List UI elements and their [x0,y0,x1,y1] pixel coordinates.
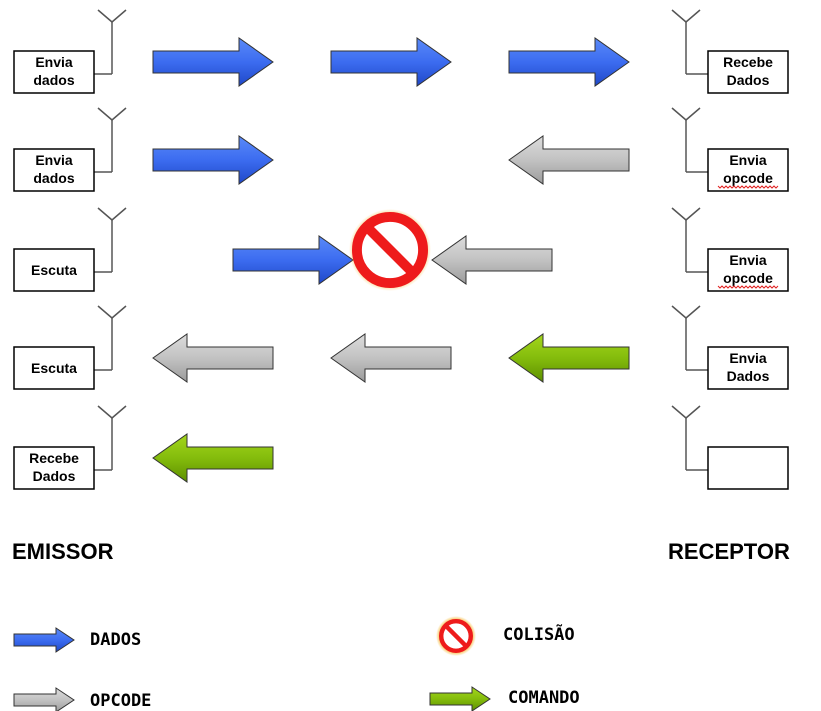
legend-label-dados: DADOS [90,630,141,650]
spellcheck-underline [717,285,779,289]
collision-icon [349,209,431,291]
spellcheck-underline [717,185,779,189]
receptor-node-box [707,346,789,390]
emissor-node-box [13,148,95,192]
antenna-icon [671,107,708,173]
dados-arrow-row2-1 [152,135,274,185]
receptor-node-text: Dados [727,368,770,384]
emissor-node-text: Escuta [31,360,77,376]
receptor-node-box [707,248,789,292]
antenna-icon [671,9,708,75]
antenna-icon [94,207,127,273]
receptor-label: RECEPTOR [668,539,790,564]
dados-arrow-row3-1 [232,235,354,285]
legend-dados-arrow-icon [13,627,75,653]
antenna-icon [94,9,127,75]
legend-collision-icon [436,616,476,656]
antenna-icon [671,405,708,471]
legend: DADOS COLISÃO OPCODE COMANDO [13,616,580,711]
opcode-arrow-row4-1 [152,333,274,383]
receptor-node-text: Envia [729,152,767,168]
antenna-icon [671,207,708,273]
legend-label-comando: COMANDO [508,688,580,708]
emissor-node-box [13,446,95,490]
receptor-node-3: Envia opcode [671,207,789,292]
antenna-icon [94,405,127,471]
receptor-node-text: Envia [729,350,767,366]
opcode-arrow-row4-2 [330,333,452,383]
receptor-node-box [707,446,789,490]
emissor-node-text: Envia [35,152,73,168]
collision-layer [349,209,431,291]
antenna-icon [94,107,127,173]
receptor-node-text: Dados [727,72,770,88]
legend-opcode-arrow-icon [13,687,75,711]
receptor-node-box [707,50,789,94]
emissor-column: EnviadadosEnviadadosEscutaEscutaRecebeDa… [13,9,127,490]
receptor-node-text: opcode [723,270,773,286]
emissor-node-3: Escuta [13,207,127,292]
opcode-arrow-row3-2 [431,235,553,285]
emissor-label: EMISSOR [12,539,114,564]
emissor-node-text: dados [33,72,74,88]
opcode-arrow-row2-2 [508,135,630,185]
receptor-node-5 [671,405,789,490]
emissor-node-2: Envia dados [13,107,127,192]
antenna-icon [94,305,127,371]
legend-label-opcode: OPCODE [90,691,151,711]
comando-arrow-row5-1 [152,433,274,483]
emissor-node-text: Escuta [31,262,77,278]
receptor-node-text: Recebe [723,54,773,70]
antenna-icon [671,305,708,371]
emissor-node-1: Envia dados [13,9,127,94]
dados-arrow-row1-1 [152,37,274,87]
emissor-node-box [13,50,95,94]
dados-arrow-row1-2 [330,37,452,87]
emissor-node-text: dados [33,170,74,186]
dados-arrow-row1-3 [508,37,630,87]
emissor-node-text: Dados [33,468,76,484]
arrow-layer [152,37,630,483]
emissor-node-box [13,248,95,292]
receptor-node-box [707,148,789,192]
receptor-column: RecebeDadosEnviaopcodeEnviaopcodeEnviaDa… [671,9,789,490]
emissor-node-box [13,346,95,390]
comando-arrow-row4-3 [508,333,630,383]
legend-label-colisao: COLISÃO [503,622,575,645]
emissor-node-text: Envia [35,54,73,70]
receptor-node-2: Envia opcode [671,107,789,192]
receptor-node-text: Envia [729,252,767,268]
legend-comando-arrow-icon [429,686,491,711]
emissor-node-4: Escuta [13,305,127,390]
receptor-node-text: opcode [723,170,773,186]
emissor-node-text: Recebe [29,450,79,466]
